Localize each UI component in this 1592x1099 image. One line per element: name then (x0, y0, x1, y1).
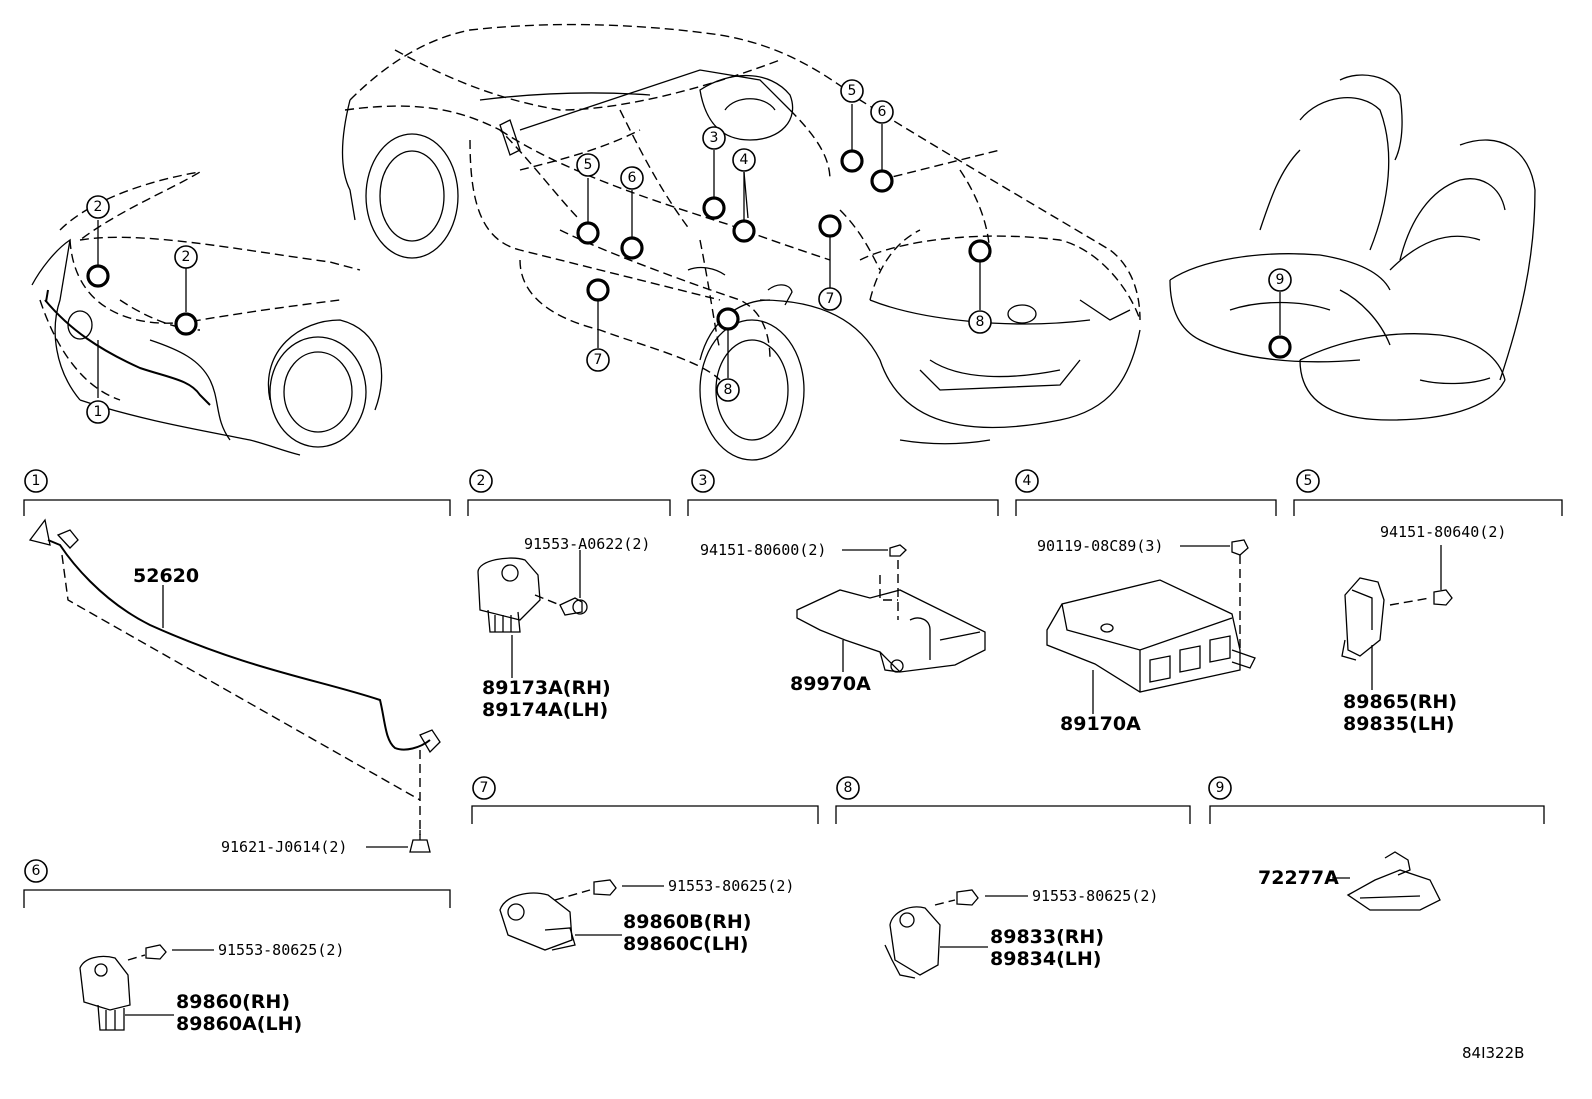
callout-8-label: 8 (724, 382, 733, 398)
fastener-94151-80600: 94151-80600(2) (700, 541, 826, 559)
seat-illustration (1169, 74, 1536, 421)
fastener-91621-J0614: 91621-J0614(2) (221, 838, 347, 856)
part-number-89860C: 89860C(LH) (623, 933, 748, 955)
section-3-bracket: 94151-80600(2) 89970A (700, 541, 986, 695)
section-2-front-sensor: 91553-A0622(2) 89173A(RH) 89174A(LH) (477, 535, 650, 721)
section-headers: 1 2 3 4 5 6 7 8 9 (23, 469, 1563, 908)
section-5-side-sensor: 94151-80640(2) 89865(RH) 89835(LH) (1341, 523, 1506, 735)
section-6-number: 6 (32, 863, 41, 879)
section-1-number: 1 (32, 473, 41, 489)
part-number-52620: 52620 (133, 565, 199, 587)
fastener-90119-08C89: 90119-08C89(3) (1037, 537, 1163, 555)
part-number-72277A: 72277A (1258, 867, 1339, 889)
sensor-location-markers (86, 149, 1292, 359)
fastener-91553-A0622: 91553-A0622(2) (524, 535, 650, 553)
section-2-number: 2 (477, 473, 486, 489)
part-number-89860A: 89860A(LH) (176, 1013, 302, 1035)
part-number-89860B: 89860B(RH) (623, 911, 751, 933)
part-number-89833: 89833(RH) (990, 926, 1104, 948)
section-1-harness: 52620 91621-J0614(2) (28, 518, 441, 856)
part-number-89865: 89865(RH) (1343, 691, 1457, 713)
illustration-callouts: 2 2 1 5 6 3 4 5 6 7 8 7 8 9 (86, 79, 1292, 424)
callout-2-label: 2 (94, 199, 103, 215)
fastener-91553-80625-s7: 91553-80625(2) (668, 877, 794, 895)
callout-5-label: 5 (584, 157, 593, 173)
section-6-sensor: 91553-80625(2) 89860(RH) 89860A(LH) (79, 941, 344, 1035)
section-7-sensor: 91553-80625(2) 89860B(RH) 89860C(LH) (499, 877, 794, 955)
callout-7-label: 7 (594, 352, 603, 368)
section-7-number: 7 (480, 780, 489, 796)
drawing-reference: 84I322B (1462, 1044, 1524, 1062)
callout-2-label: 2 (182, 249, 191, 265)
part-number-89170A: 89170A (1060, 713, 1141, 735)
fastener-91553-80625-s8: 91553-80625(2) (1032, 887, 1158, 905)
section-5-number: 5 (1304, 473, 1313, 489)
part-number-89970A: 89970A (790, 673, 871, 695)
callout-6-label: 6 (628, 170, 637, 186)
callout-3-label: 3 (710, 130, 719, 146)
part-number-89860: 89860(RH) (176, 991, 290, 1013)
section-3-number: 3 (699, 473, 708, 489)
fastener-91553-80625-s6: 91553-80625(2) (218, 941, 344, 959)
section-8-sensor: 91553-80625(2) 89833(RH) 89834(LH) (884, 887, 1158, 979)
part-number-89174A: 89174A(LH) (482, 699, 608, 721)
vehicle-illustration (341, 23, 1141, 461)
section-9-number: 9 (1216, 780, 1225, 796)
front-bumper-illustration (31, 171, 383, 456)
fastener-94151-80640: 94151-80640(2) (1380, 523, 1506, 541)
part-number-89835: 89835(LH) (1343, 713, 1454, 735)
part-number-89834: 89834(LH) (990, 948, 1101, 970)
section-4-ecu: 90119-08C89(3) 89170A (1037, 537, 1256, 735)
callout-4-label: 4 (740, 152, 749, 168)
callout-8-label: 8 (976, 314, 985, 330)
section-4-number: 4 (1023, 473, 1032, 489)
callout-6-label: 6 (878, 104, 887, 120)
callout-9-label: 9 (1276, 272, 1285, 288)
section-8-number: 8 (844, 780, 853, 796)
part-number-89173A: 89173A(RH) (482, 677, 611, 699)
callout-5-label: 5 (848, 83, 857, 99)
callout-7-label: 7 (826, 291, 835, 307)
callout-1-label: 1 (94, 404, 103, 420)
section-9-occupant-sensor: 72277A (1258, 851, 1441, 911)
